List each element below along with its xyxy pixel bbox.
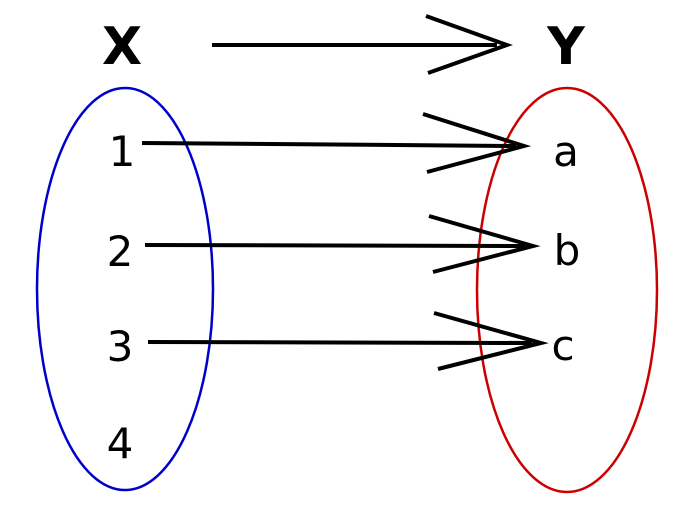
domain-set-label: X [102,17,142,77]
domain-element-3: 3 [107,322,134,371]
mapping-arrow-shaft [144,243,526,248]
codomain-element-c: c [551,321,574,370]
codomain-element-b: b [554,226,581,275]
set-arrow-x-to-y [212,14,513,75]
mapping-arrow-shaft [147,340,533,345]
mapping-arrow-3-to-c [147,311,549,371]
mapping-arrow-2-to-b [144,214,541,274]
mapping-arrow-head [428,214,541,274]
codomain-set-label: Y [546,17,586,77]
codomain-element-a: a [553,127,579,176]
domain-set-ellipse [35,86,215,492]
mapping-arrow-shaft [141,141,517,148]
codomain-set-ellipse [475,86,659,494]
mapping-arrow-head [422,112,532,174]
domain-element-2: 2 [107,227,134,276]
mapping-arrow-head [433,311,549,371]
domain-element-4: 4 [107,419,134,468]
set-arrow-head [425,14,513,75]
domain-element-1: 1 [109,127,136,176]
mapping-arrow-1-to-a [141,112,532,174]
arrows-group [141,14,549,371]
